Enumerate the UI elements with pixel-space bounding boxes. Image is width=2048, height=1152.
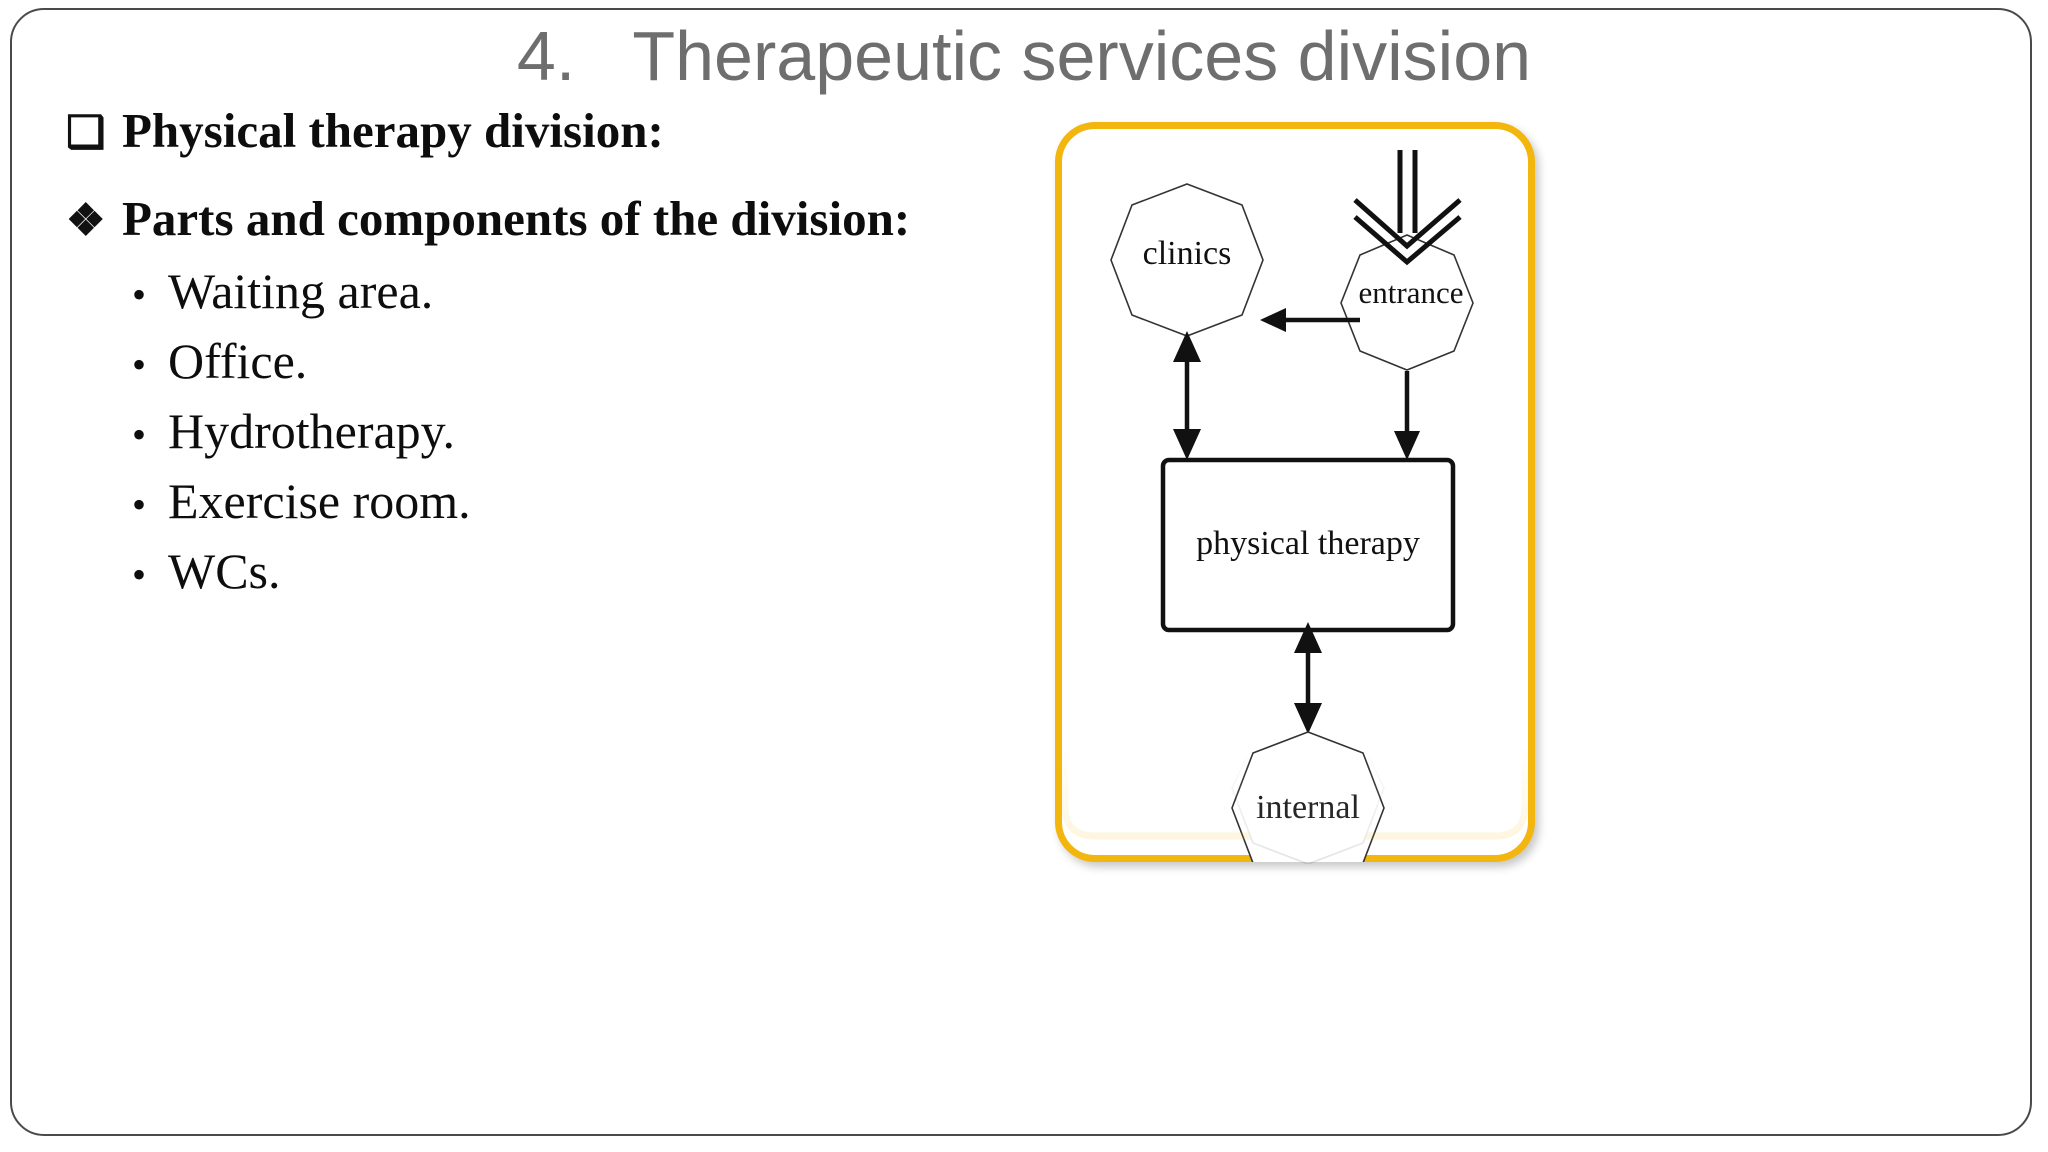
page-title: 4. Therapeutic services division — [516, 17, 1532, 95]
node-label-internal: internal — [1256, 789, 1360, 826]
edge-clinics-therapy — [1173, 331, 1201, 460]
edge-entrance-to-clinics — [1260, 308, 1360, 332]
node-internal: internal — [1231, 731, 1385, 885]
list-item-label: Exercise room. — [168, 473, 471, 529]
list-item-level1: ❖ Parts and components of the division: — [66, 184, 1026, 256]
square-bullet-icon: ❑ — [66, 108, 106, 157]
node-physical-therapy: physical therapy — [1160, 457, 1456, 633]
diagram-card: clinics entrance — [1055, 122, 1535, 885]
node-label-entrance: entrance — [1359, 275, 1464, 310]
list-item-level2: • Exercise room. — [132, 468, 1026, 538]
list-item-level2: • Office. — [132, 328, 1026, 398]
flow-diagram: clinics entrance — [1110, 150, 1474, 885]
list-item-level2: • Hydrotherapy. — [132, 398, 1026, 468]
edge-entrance-therapy — [1394, 371, 1420, 460]
list-item-level2: • Waiting area. — [132, 258, 1026, 328]
dot-bullet-icon: • — [132, 342, 147, 387]
list-item-label: WCs. — [168, 543, 281, 599]
dot-bullet-icon: • — [132, 552, 147, 597]
diamond-bullet-icon: ❖ — [66, 196, 106, 245]
edge-therapy-internal — [1294, 622, 1322, 734]
list-item-label: Hydrotherapy. — [168, 403, 455, 459]
dot-bullet-icon: • — [132, 412, 147, 457]
list-item-label: Waiting area. — [168, 263, 434, 319]
dot-bullet-icon: • — [132, 272, 147, 317]
external-entry-arrow-icon — [1353, 150, 1462, 266]
node-clinics: clinics — [1110, 183, 1264, 337]
list-item-label: Office. — [168, 333, 308, 389]
diagram-svg-wrapper: clinics entrance — [1055, 122, 1535, 885]
node-entrance: entrance — [1340, 234, 1474, 371]
list-item-level1: ❑ Physical therapy division: — [66, 96, 1026, 168]
list-item-label: Physical therapy division: — [122, 103, 664, 158]
dot-bullet-icon: • — [132, 482, 147, 527]
node-label-physical-therapy: physical therapy — [1196, 525, 1420, 562]
list-item-label: Parts and components of the division: — [122, 191, 911, 246]
node-label-clinics: clinics — [1143, 235, 1232, 272]
content-list: ❑ Physical therapy division: ❖ Parts and… — [66, 96, 1026, 608]
list-item-level2: • WCs. — [132, 538, 1026, 608]
